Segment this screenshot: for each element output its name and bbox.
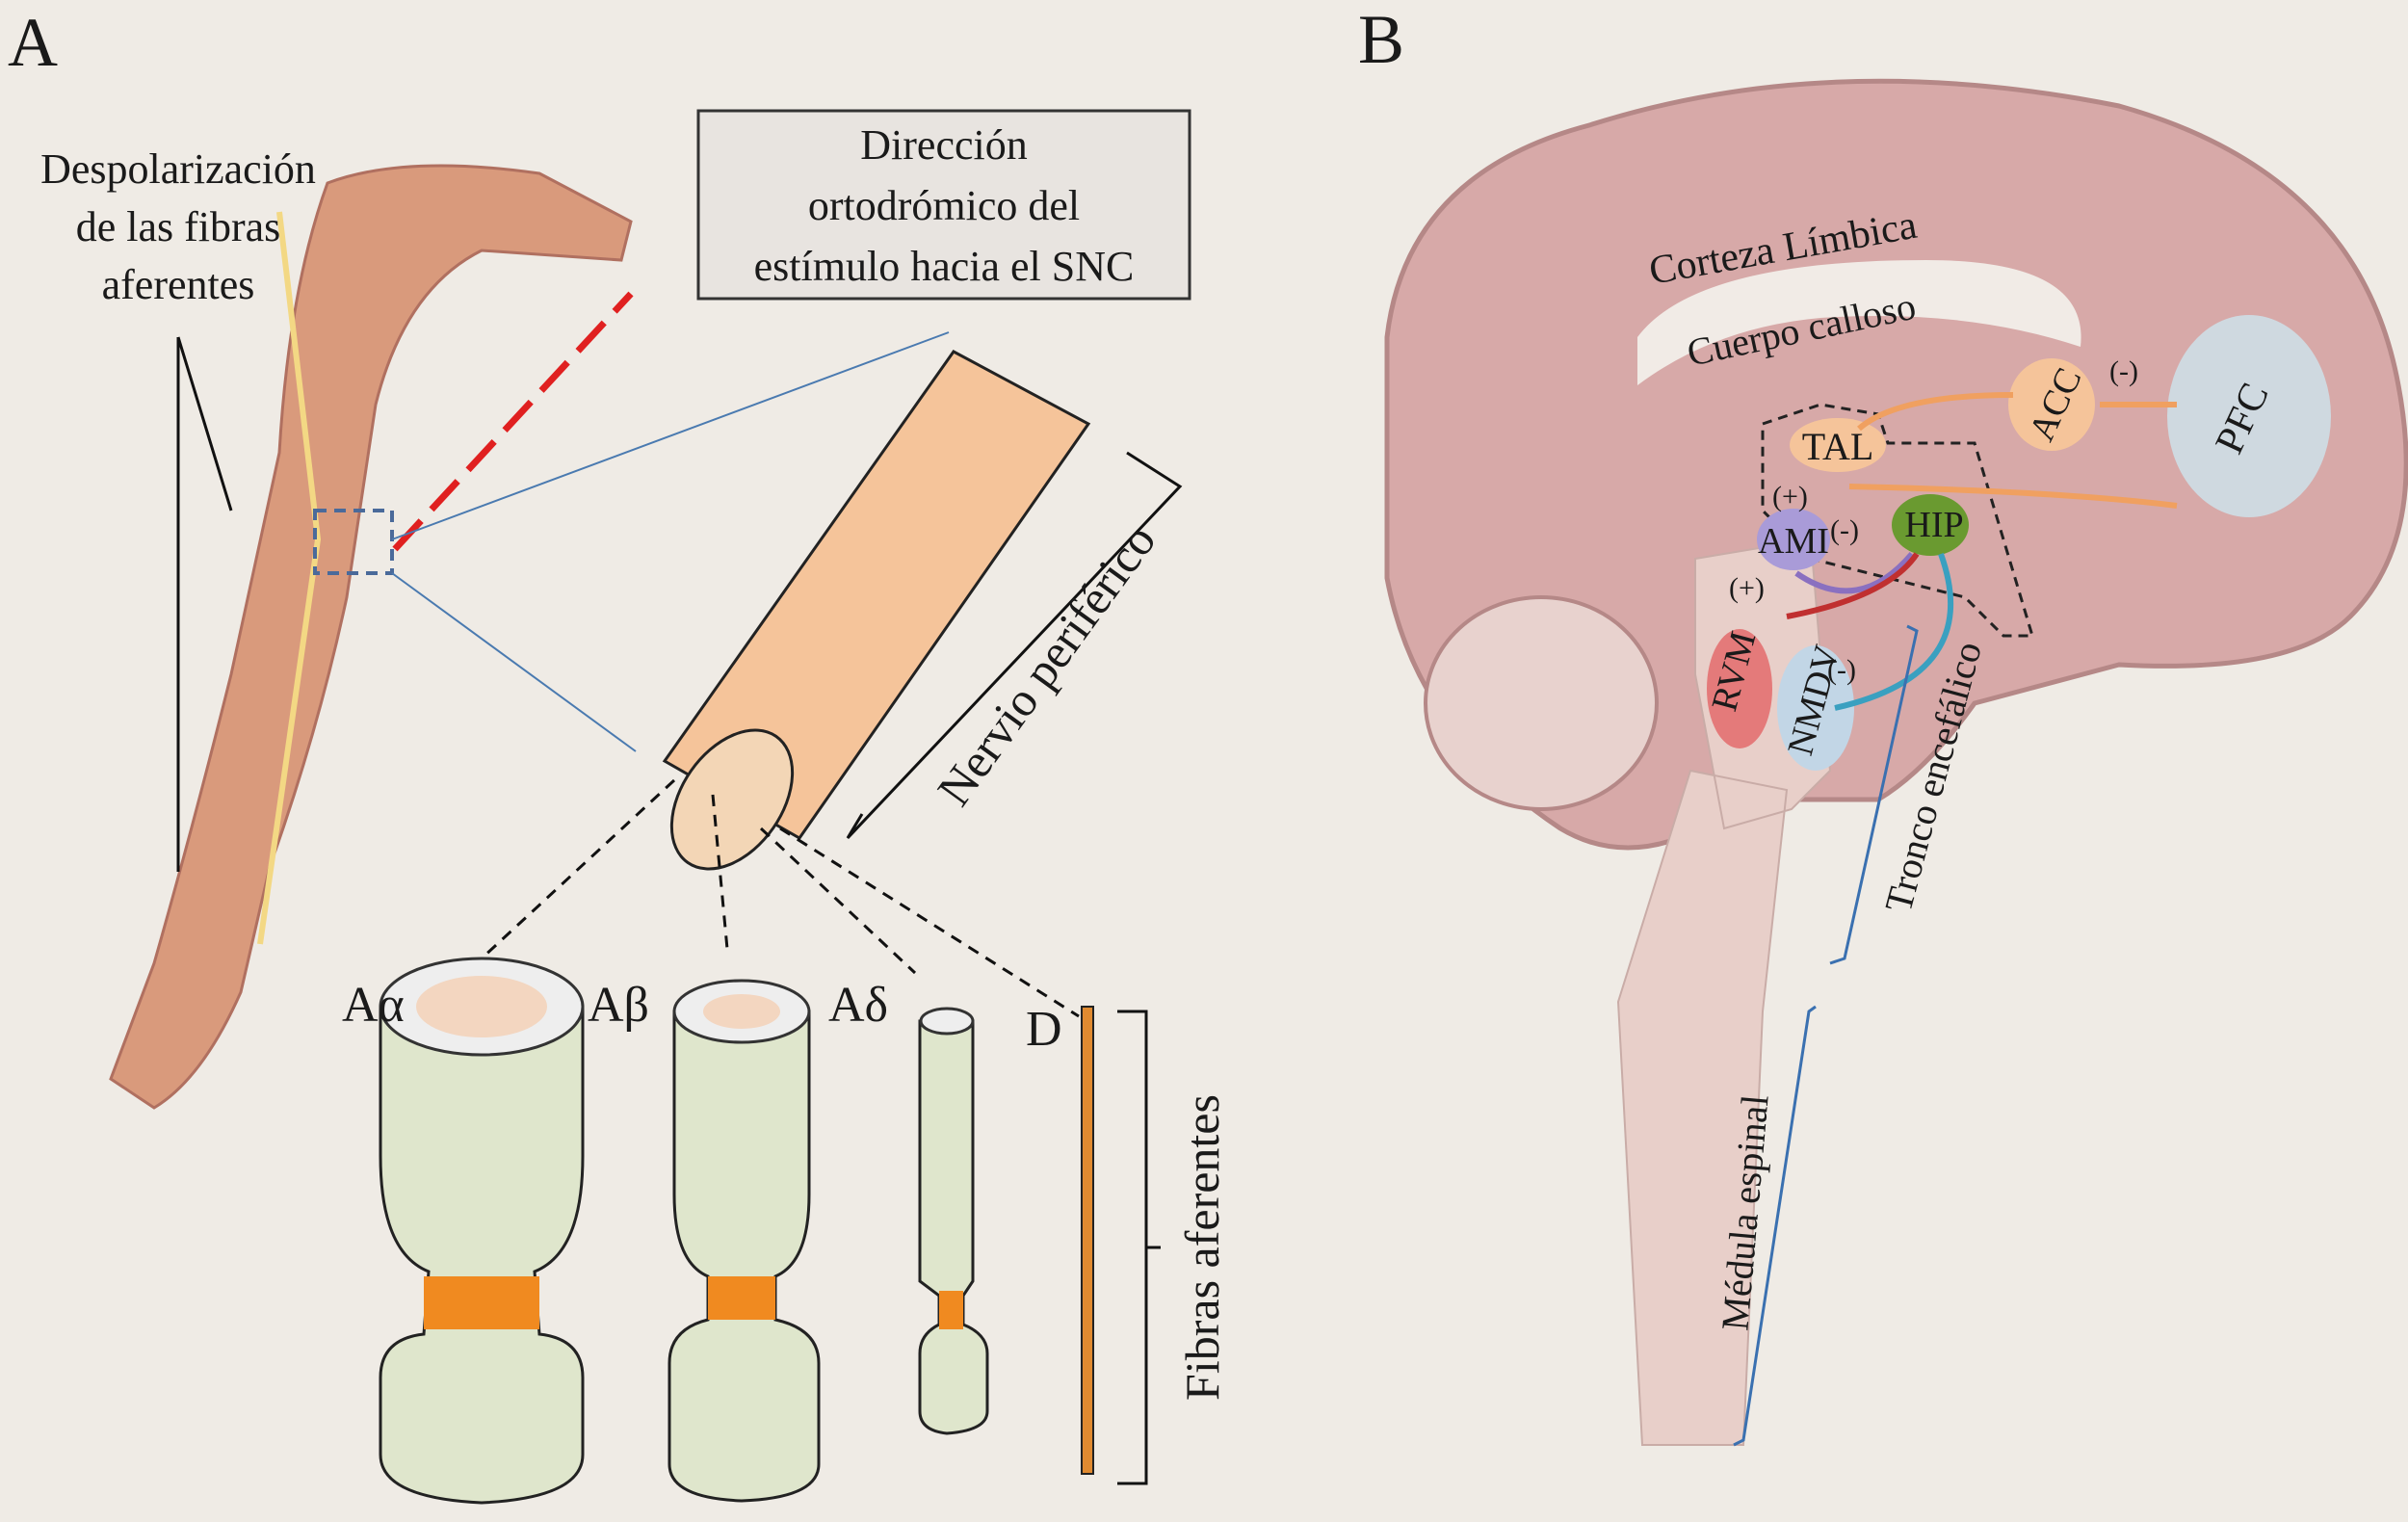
fiber-a-beta: [667, 979, 821, 1503]
svg-text:(+): (+): [1729, 572, 1765, 604]
svg-text:aferentes: aferentes: [102, 261, 255, 308]
fiber-label-aalpha: Aα: [342, 978, 405, 1033]
panel-a-letter: A: [8, 4, 58, 81]
svg-text:(-): (-): [1827, 654, 1856, 686]
fiber-d: [1081, 1006, 1094, 1475]
panel-a: A Despolarización de las fibras aferente…: [8, 4, 1229, 1505]
panel-b-letter: B: [1358, 1, 1404, 78]
fiber-a-delta: [918, 1007, 989, 1435]
region-hip: [1892, 494, 1969, 556]
svg-text:Despolarización: Despolarización: [40, 145, 316, 193]
region-rvm: [1707, 629, 1772, 748]
panel-b: B Corteza Límbica Cuerpo calloso TAL ACC…: [1358, 1, 2408, 1447]
svg-text:(-): (-): [2109, 355, 2138, 387]
region-pfc: [2167, 315, 2331, 517]
nerve-cylinder: [662, 350, 1091, 871]
depol-label: Despolarización de las fibras aferentes: [40, 145, 316, 308]
fiber-a-alpha: [379, 957, 585, 1505]
svg-text:ortodrómico del: ortodrómico del: [808, 182, 1080, 229]
fiber-label-adelta: Aδ: [828, 978, 888, 1033]
cerebellum: [1424, 595, 1659, 811]
direction-box: [696, 109, 1191, 301]
orthodromic-arrow: [392, 291, 634, 552]
zoom-box: [313, 509, 394, 575]
region-ami: [1757, 509, 1830, 570]
afferent-label: Fibras aferentes: [1175, 1094, 1229, 1401]
orange-arrows: [1848, 392, 2178, 509]
svg-text:(-): (-): [1830, 514, 1859, 546]
region-tal: [1790, 418, 1886, 472]
fiber-label-d: D: [1026, 1002, 1062, 1057]
region-nmdv: [1777, 645, 1854, 771]
label-hip: HIP: [1904, 505, 1963, 545]
svg-text:(+): (+): [1772, 481, 1808, 512]
label-ami: AMI: [1758, 521, 1829, 562]
svg-text:de las fibras: de las fibras: [76, 203, 281, 250]
region-acc: [2008, 358, 2095, 451]
corpus-callosum: [1637, 260, 2081, 385]
svg-text:estímulo hacia el SNC: estímulo hacia el SNC: [754, 243, 1135, 290]
fiber-label-abeta: Aβ: [588, 978, 649, 1033]
svg-text:Dirección: Dirección: [860, 121, 1027, 169]
label-tal: TAL: [1802, 425, 1874, 468]
